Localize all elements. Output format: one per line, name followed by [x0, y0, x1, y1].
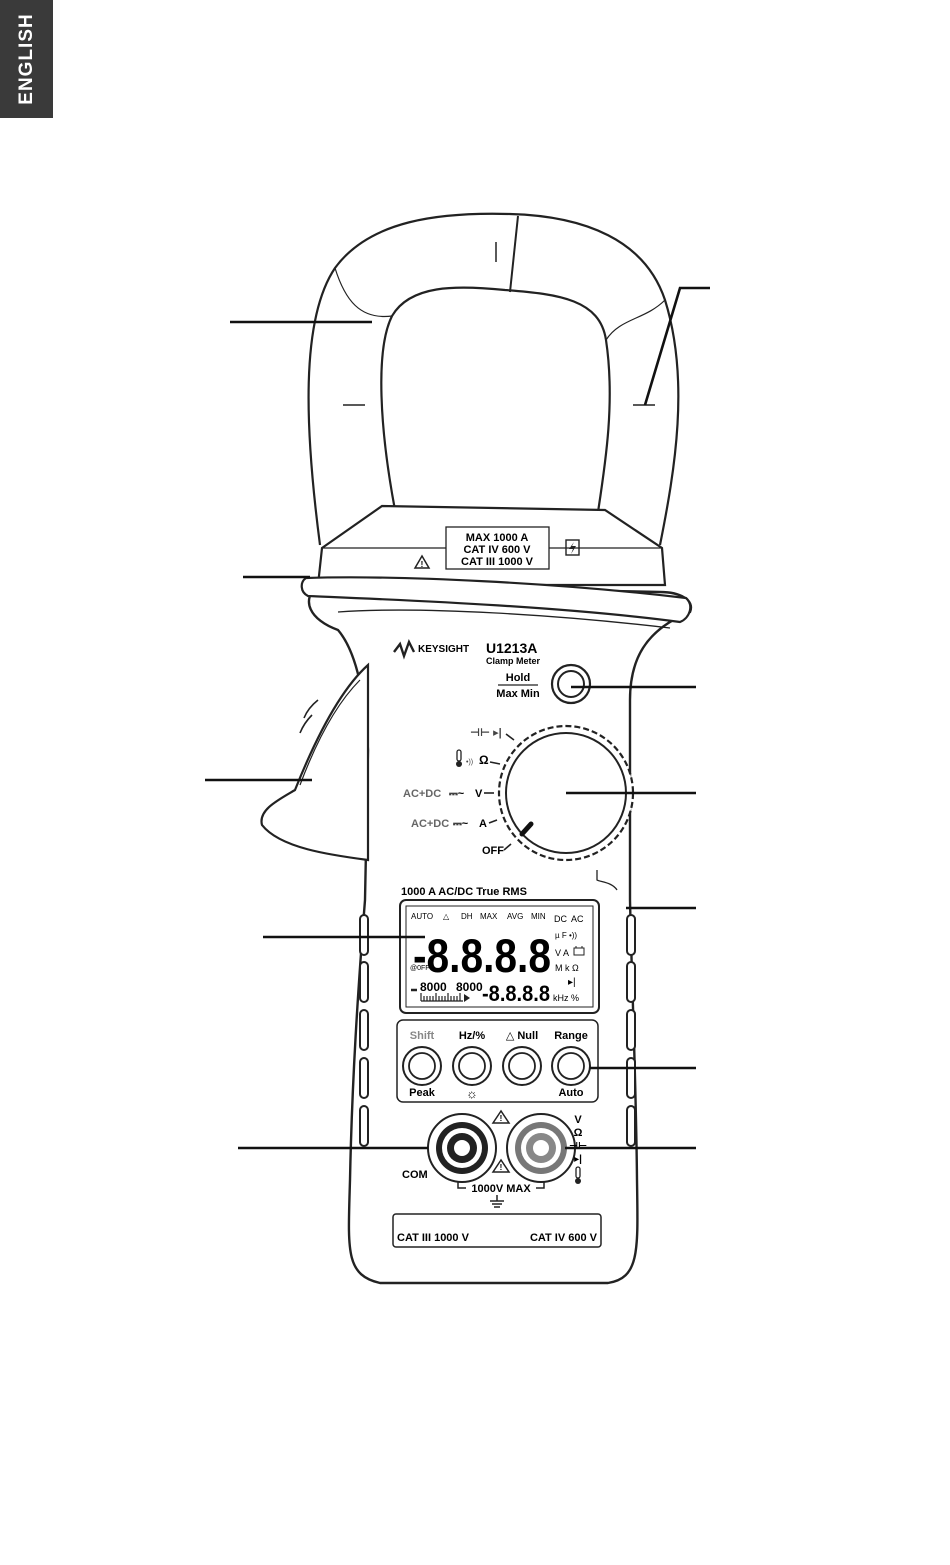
- dial-voltage-acdc: AC+DC: [403, 788, 441, 800]
- bottom-left-rating: CAT III 1000 V: [397, 1232, 470, 1244]
- unit-row-3: M k Ω: [555, 963, 579, 973]
- shift-label: Shift: [410, 1030, 435, 1042]
- hold-button[interactable]: [557, 670, 585, 698]
- backlight-icon: ☼: [466, 1086, 478, 1101]
- brand-name: KEYSIGHT: [418, 644, 469, 655]
- main-reading: -8.8.8.8: [413, 929, 551, 982]
- dial-current-unit: A: [479, 818, 487, 830]
- svg-text:!: !: [421, 560, 424, 569]
- ann-auto: AUTO: [411, 912, 433, 921]
- null-button[interactable]: [508, 1052, 536, 1080]
- bargraph-icon: [411, 988, 470, 1002]
- dial-positions: ⊣⊢ ▸| •)) Ω AC+DC ⎓~ V AC+DC ⎓~ A OFF: [403, 727, 515, 857]
- trigger-ridges: [299, 699, 319, 734]
- ann-max: MAX: [480, 912, 498, 921]
- diode-lcd-icon: ▸|: [568, 977, 576, 988]
- jaw-rating-label: MAX 1000 A CAT IV 600 V CAT III 1000 V: [445, 526, 550, 570]
- jaw-rating-line2: CAT IV 600 V: [463, 544, 531, 556]
- keysight-logo-icon: [393, 638, 416, 660]
- keypad: Shift Peak Hz/% ☼ △ Null Range Auto: [402, 1030, 591, 1101]
- ann-dh: DH: [461, 912, 473, 921]
- shift-button[interactable]: [408, 1052, 436, 1080]
- jaw-rating-line1: MAX 1000 A: [466, 532, 529, 544]
- hand-guard: [300, 576, 692, 624]
- input-label-cap: ⊣⊢: [569, 1141, 587, 1152]
- language-tab: ENGLISH: [0, 0, 53, 118]
- lcd-screen: [405, 905, 594, 1008]
- display-heading: 1000 A AC/DC True RMS: [401, 886, 527, 898]
- unit-row-2: V A: [555, 948, 569, 958]
- keypad-panel: [396, 1019, 599, 1103]
- callout-lines: [205, 286, 710, 1150]
- lightning-icon: [565, 539, 580, 556]
- ann-dc: DC: [554, 914, 567, 924]
- input-label-ohm: Ω: [574, 1127, 583, 1139]
- model-number: U1213A: [486, 640, 537, 656]
- brand: KEYSIGHT U1213A Clamp Meter: [393, 638, 541, 666]
- thermometer-icon-terminal: [575, 1166, 581, 1184]
- dial-off: OFF: [482, 845, 504, 857]
- small-reading-1: 8000: [420, 980, 447, 994]
- dial-ohm: Ω: [479, 753, 489, 767]
- grip-ridges-left: [359, 914, 369, 1147]
- warning-triangle-icon: !: [413, 554, 431, 569]
- hold-label: Hold: [506, 672, 530, 684]
- hz-percent-button[interactable]: [458, 1052, 486, 1080]
- null-label: △ Null: [506, 1030, 538, 1042]
- peak-label: Peak: [409, 1087, 436, 1099]
- svg-text:!: !: [500, 1114, 503, 1123]
- callout-jaw-marking: [643, 286, 710, 406]
- small-reading-2: 8000: [456, 980, 483, 994]
- secondary-reading: -8.8.8.8: [482, 981, 550, 1006]
- jaw-rating-line3: CAT III 1000 V: [461, 556, 534, 568]
- dial-voltage-unit: V: [475, 788, 483, 800]
- input-label-v: V: [574, 1114, 582, 1126]
- unit-row-1: µ F •)): [555, 931, 577, 940]
- clamp-jaws: [307, 212, 680, 546]
- bottom-right-rating: CAT IV 600 V: [530, 1232, 598, 1244]
- auto-label: Auto: [558, 1087, 583, 1099]
- dial-cap-diode: ⊣⊢ ▸|: [470, 727, 502, 739]
- auto-off-indicator: @0FF: [410, 965, 430, 972]
- battery-icon: [573, 946, 585, 956]
- terminals: ! ! COM 1000V MAX V Ω ⊣⊢ ▸|: [402, 1109, 587, 1208]
- svg-text:!: !: [500, 1163, 503, 1172]
- dial-current-acdc: AC+DC: [411, 818, 449, 830]
- ground-icon: [490, 1195, 504, 1208]
- ann-delta: △: [443, 912, 450, 921]
- bottom-category-band: [392, 1213, 602, 1248]
- warning-triangle-icon-terminal: ! !: [491, 1109, 511, 1173]
- dial-pointer: [519, 821, 534, 837]
- unit-row-4: kHz %: [553, 993, 579, 1003]
- hz-label: Hz/%: [459, 1030, 486, 1042]
- thermometer-icon: [456, 749, 462, 767]
- ann-min: MIN: [531, 912, 546, 921]
- continuity-icon: •)): [466, 759, 473, 766]
- lcd-content: AUTO △ DH MAX AVG MIN DC AC -8.8.8.8 @0F…: [410, 912, 585, 1006]
- range-button[interactable]: [557, 1052, 585, 1080]
- com-label: COM: [402, 1169, 428, 1181]
- jaw-trigger[interactable]: [260, 662, 370, 862]
- dc-ac-symbol: ⎓~: [449, 788, 465, 800]
- model-subtitle: Clamp Meter: [486, 656, 541, 666]
- dc-ac-symbol-2: ⎓~: [453, 818, 469, 830]
- hold-max-min-group: Hold Max Min: [496, 663, 592, 705]
- max-min-label: Max Min: [496, 688, 540, 700]
- range-label: Range: [554, 1030, 588, 1042]
- max-voltage-label: 1000V MAX: [471, 1183, 531, 1195]
- ann-avg: AVG: [507, 912, 523, 921]
- input-label-diode: ▸|: [574, 1154, 582, 1165]
- grip-ridges-right: [626, 914, 636, 1147]
- ann-ac: AC: [571, 914, 584, 924]
